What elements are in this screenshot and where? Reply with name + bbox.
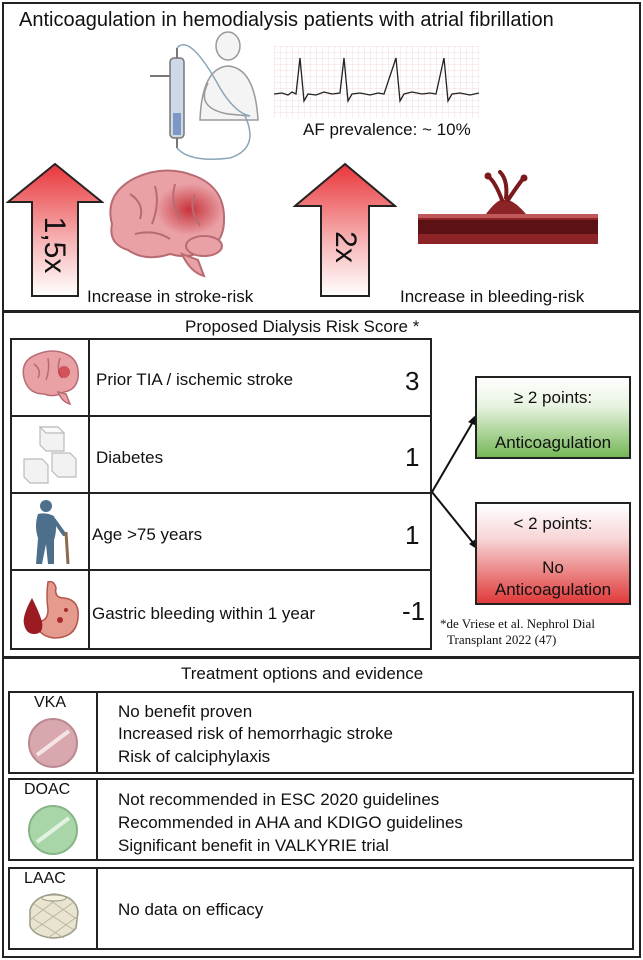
treatment-panel: [2, 657, 641, 958]
treatment-title: Treatment options and evidence: [181, 664, 424, 683]
risk-score-table: Prior TIA / ischemic stroke 3 Diabetes 1…: [10, 338, 432, 650]
evidence-line: Risk of calciphylaxis: [118, 747, 271, 766]
stroke-caption: Increase in stroke-risk: [87, 287, 254, 306]
stroke-risk-arrow-icon: [6, 162, 104, 297]
recommendation-low-line2: Anticoagulation: [494, 580, 612, 599]
risk-factor-points: 1: [405, 442, 420, 472]
evidence-line: Significant benefit in VALKYRIE trial: [118, 836, 389, 855]
drug-name: DOAC: [24, 781, 71, 798]
sugar-cubes-icon: [23, 426, 77, 484]
af-prevalence-text: AF prevalence: ~ 10%: [303, 120, 471, 139]
evidence-line: Increased risk of hemorrhagic stroke: [118, 724, 393, 743]
reference-line1: *de Vriese et al. Nephrol Dial: [440, 616, 595, 631]
evidence-line: No benefit proven: [118, 702, 253, 721]
risk-factor-points: 1: [405, 520, 420, 550]
page-title: Anticoagulation in hemodialysis patients…: [19, 9, 554, 31]
threshold-high-label: ≥ 2 points:: [513, 388, 593, 407]
stomach-bleeding-icon: [23, 580, 79, 639]
treatment-row-laac: [8, 867, 634, 950]
pill-icon: [28, 805, 78, 855]
stroke-factor-label: 1,5x: [38, 216, 71, 274]
evidence-line: Not recommended in ESC 2020 guidelines: [118, 790, 440, 809]
recommendation-low-line1: No: [542, 558, 564, 577]
occluder-device-icon: [29, 893, 79, 939]
risk-factor-label: Diabetes: [96, 448, 164, 467]
risk-factor-label: Gastric bleeding within 1 year: [92, 604, 316, 623]
drug-name: LAAC: [24, 870, 66, 887]
brain-icon: [109, 169, 226, 278]
drug-icon-cell: [8, 691, 98, 774]
bleed-factor-label: 2x: [329, 231, 362, 263]
table-icon-cell: [10, 569, 90, 650]
recommendation-high: Anticoagulation: [494, 433, 612, 452]
drug-icon-cell: [8, 867, 98, 950]
ecg-strip-icon: [274, 46, 479, 118]
risk-factor-label: Prior TIA / ischemic stroke: [96, 370, 294, 389]
risk-factor-points: -1: [402, 596, 426, 626]
risk-score-title: Proposed Dialysis Risk Score *: [185, 317, 420, 336]
anticoagulation-box: ≥ 2 points: Anticoagulation: [475, 376, 631, 459]
dialysis-patient-icon: [150, 31, 259, 160]
bleed-caption: Increase in bleeding-risk: [400, 287, 585, 306]
drug-icon-cell: [8, 778, 98, 861]
elderly-person-icon: [36, 500, 70, 565]
pill-icon: [28, 718, 78, 768]
drug-name: VKA: [34, 694, 67, 711]
brain-icon: [22, 350, 79, 406]
bleeding-vessel-icon: [418, 170, 598, 244]
no-anticoagulation-box: < 2 points: No Anticoagulation: [475, 502, 631, 605]
reference-line2: Transplant 2022 (47): [447, 632, 557, 647]
risk-factor-label: Age >75 years: [92, 525, 203, 544]
risk-factor-points: 3: [405, 366, 420, 396]
evidence-line: Recommended in AHA and KDIGO guidelines: [118, 813, 463, 832]
evidence-line: No data on efficacy: [118, 900, 264, 919]
threshold-low-label: < 2 points:: [513, 514, 593, 533]
bleeding-risk-arrow-icon: [293, 162, 397, 297]
